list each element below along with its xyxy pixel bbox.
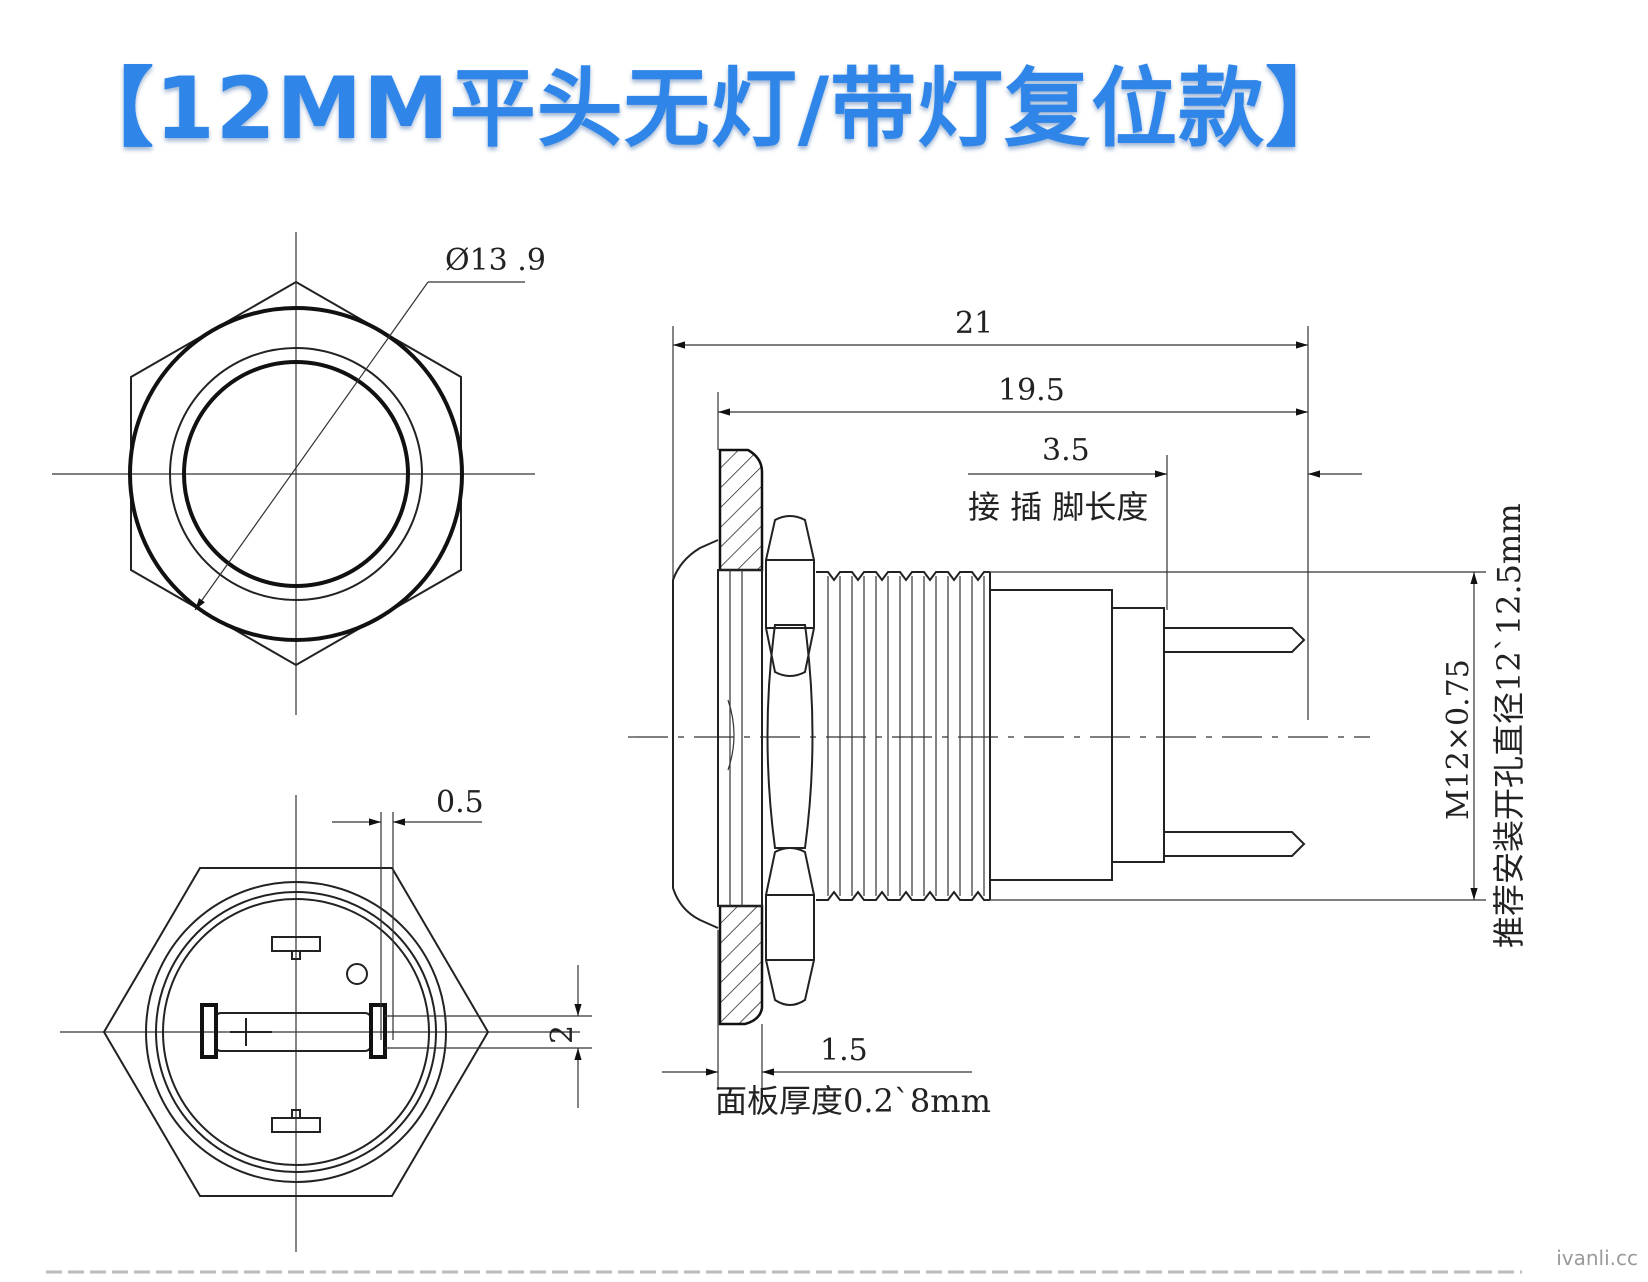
front-view: Ø13 .9 bbox=[52, 232, 546, 715]
pin-spacing-label: 2 bbox=[545, 1025, 580, 1044]
mount-hole-label: 推荐安装开孔直径12`12.5mm bbox=[1490, 503, 1528, 948]
flange-label: 1.5 bbox=[820, 1033, 868, 1068]
side-view: 21 19.5 3.5 接 插 脚长度 bbox=[628, 306, 1528, 1120]
panel-thickness-label: 面板厚度0.2`8mm bbox=[715, 1082, 991, 1120]
watermark: ivanli.cc bbox=[1556, 1246, 1638, 1270]
thread-label: M12×0.75 bbox=[1441, 659, 1476, 820]
pin-length-caption: 接 插 脚长度 bbox=[968, 488, 1148, 526]
rear-view: 0.5 2 bbox=[60, 785, 592, 1252]
contact-gap-label: 0.5 bbox=[436, 785, 484, 820]
diameter-label: Ø13 .9 bbox=[445, 243, 546, 278]
page-title: 【12MM平头无灯/带灯复位款】 bbox=[67, 59, 1353, 159]
total-length-label: 21 bbox=[955, 306, 993, 341]
body-length-label: 19.5 bbox=[998, 373, 1065, 408]
pin-length-label: 3.5 bbox=[1042, 433, 1090, 468]
